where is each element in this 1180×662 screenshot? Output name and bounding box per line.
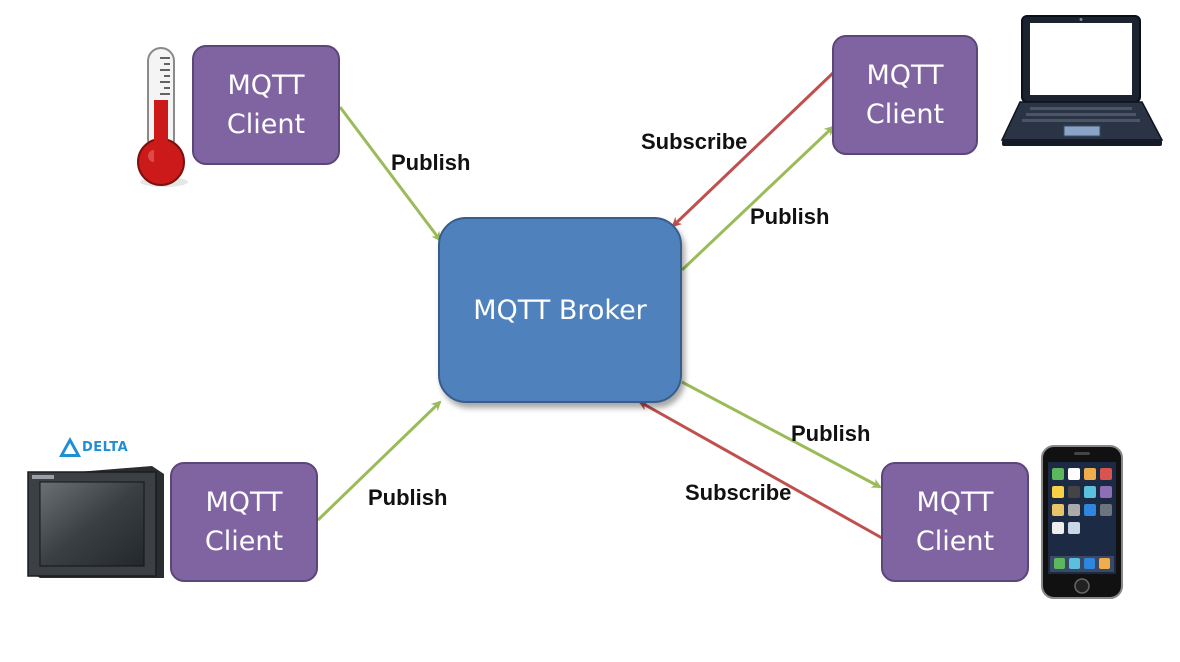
hmi-mqtt-client: MQTT Client [170, 462, 318, 582]
edge-label-laptop-subscribe: Subscribe [641, 129, 748, 154]
client-label: MQTT Client [865, 59, 945, 130]
client-label: MQTT Client [915, 486, 995, 557]
arrow-laptop-subscribe [671, 71, 835, 228]
thermometer-icon [137, 47, 188, 187]
mqtt-broker: MQTT Broker [438, 217, 682, 403]
broker-label: MQTT Broker [473, 294, 647, 326]
client-label: MQTT Client [204, 486, 284, 557]
arrow-phone-subscribe [638, 400, 883, 540]
arrow-hmi-publish [316, 400, 442, 522]
client-label: MQTT Client [226, 69, 306, 140]
arrow-phone-publish [681, 380, 882, 489]
edge-label-phone-subscribe: Subscribe [685, 480, 792, 505]
delta-brand-text: DELTA [82, 440, 129, 455]
edge-label-phone-publish: Publish [791, 421, 871, 446]
laptop-mqtt-client: MQTT Client [832, 35, 978, 155]
edge-label-hmi-publish: Publish [368, 485, 448, 510]
arrow-laptop-publish [680, 125, 835, 272]
laptop-icon [1000, 15, 1164, 146]
phone-mqtt-client: MQTT Client [881, 462, 1029, 582]
delta-hmi-panel-icon [27, 466, 164, 578]
arrow-thermometer-publish [338, 106, 442, 242]
smartphone-icon [1041, 445, 1123, 599]
delta-triangle-icon [59, 437, 81, 457]
thermometer-mqtt-client: MQTT Client [192, 45, 340, 165]
edge-label-thermometer-publish: Publish [391, 150, 471, 175]
delta-logo: DELTA [58, 436, 130, 460]
edge-label-laptop-publish: Publish [750, 204, 830, 229]
